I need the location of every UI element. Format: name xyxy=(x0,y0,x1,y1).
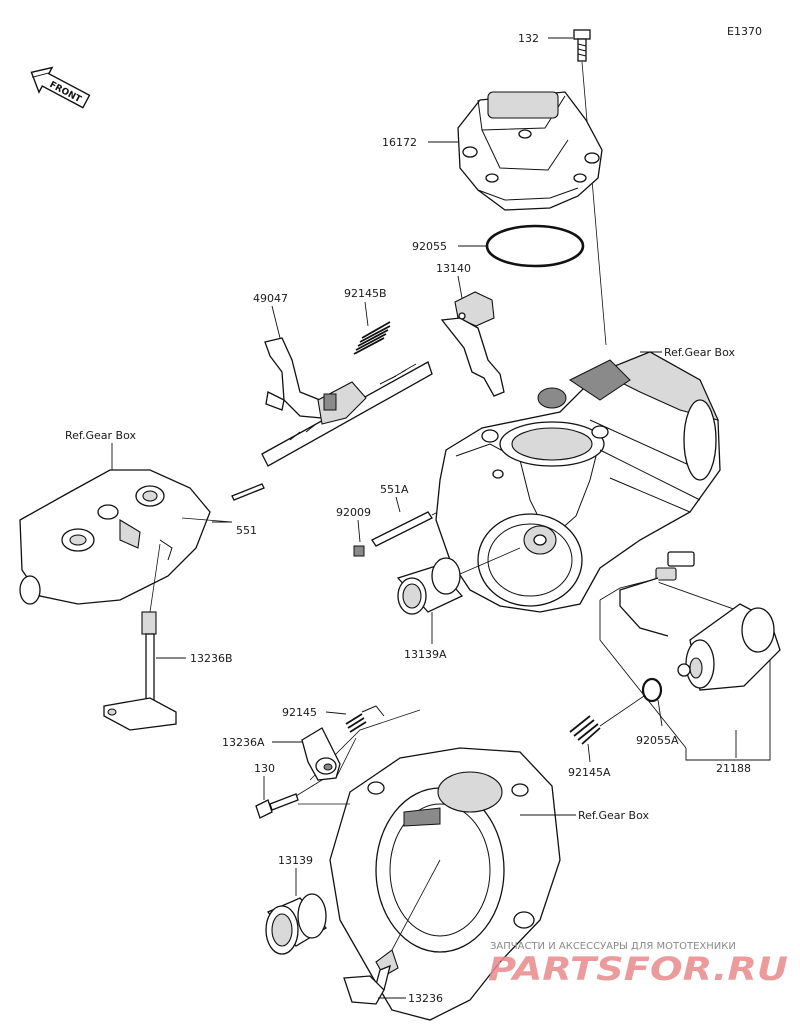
label-ref-gear-box-top-right: Ref.Gear Box xyxy=(664,346,735,359)
label-132: 132 xyxy=(518,32,539,45)
label-13140: 13140 xyxy=(436,262,471,275)
label-92055: 92055 xyxy=(412,240,447,253)
diagram-code: E1370 xyxy=(727,25,762,38)
label-ref-gear-box-left: Ref.Gear Box xyxy=(65,429,136,442)
pin-551A xyxy=(371,511,433,547)
collar-13139A xyxy=(396,557,464,615)
shift-rod xyxy=(261,361,433,467)
label-16172: 16172 xyxy=(382,136,417,149)
label-92145: 92145 xyxy=(282,706,317,719)
gear-box-housing-bottom xyxy=(309,709,561,1021)
label-ref-gear-box-bottom: Ref.Gear Box xyxy=(578,809,649,822)
actuator-16172 xyxy=(457,91,603,211)
label-21188: 21188 xyxy=(716,762,751,775)
label-13236: 13236 xyxy=(408,992,443,1005)
motor-21188 xyxy=(677,603,781,691)
label-551A: 551A xyxy=(380,483,409,496)
bolt-130 xyxy=(255,793,299,819)
shift-fork-13140 xyxy=(440,291,505,397)
label-551: 551 xyxy=(236,524,257,537)
label-92145B: 92145B xyxy=(344,287,387,300)
bolt-132 xyxy=(573,29,591,62)
label-92145A: 92145A xyxy=(568,766,611,779)
label-13236B: 13236B xyxy=(190,652,233,665)
gear-box-housing-left xyxy=(19,469,211,605)
pin-551 xyxy=(231,483,265,501)
shaft-13236B xyxy=(103,611,177,731)
lever-13236A xyxy=(301,727,341,781)
label-130: 130 xyxy=(254,762,275,775)
shift-fork-49047 xyxy=(264,337,323,419)
gear-box-main-body xyxy=(435,351,721,613)
label-49047: 49047 xyxy=(253,292,288,305)
spring-92145 xyxy=(345,705,385,733)
screw-92009 xyxy=(353,545,365,557)
o-ring-92055A xyxy=(641,677,663,703)
label-92009: 92009 xyxy=(336,506,371,519)
o-ring-92055 xyxy=(485,224,585,268)
spring-92145A xyxy=(569,715,601,745)
collar-13139 xyxy=(265,893,327,955)
label-13139: 13139 xyxy=(278,854,313,867)
label-13139A: 13139A xyxy=(404,648,447,661)
spring-92145B xyxy=(353,321,391,355)
watermark-brand: PARTSFOR.RU xyxy=(488,950,788,988)
wire-harness xyxy=(619,551,695,637)
shaft-13236 xyxy=(343,949,399,1005)
front-arrow-icon: FRONT xyxy=(30,66,91,109)
label-13236A: 13236A xyxy=(222,736,265,749)
watermark-tagline: ЗАПЧАСТИ И АКСЕССУАРЫ ДЛЯ МОТОТЕХНИКИ xyxy=(490,941,736,952)
label-92055A: 92055A xyxy=(636,734,679,747)
